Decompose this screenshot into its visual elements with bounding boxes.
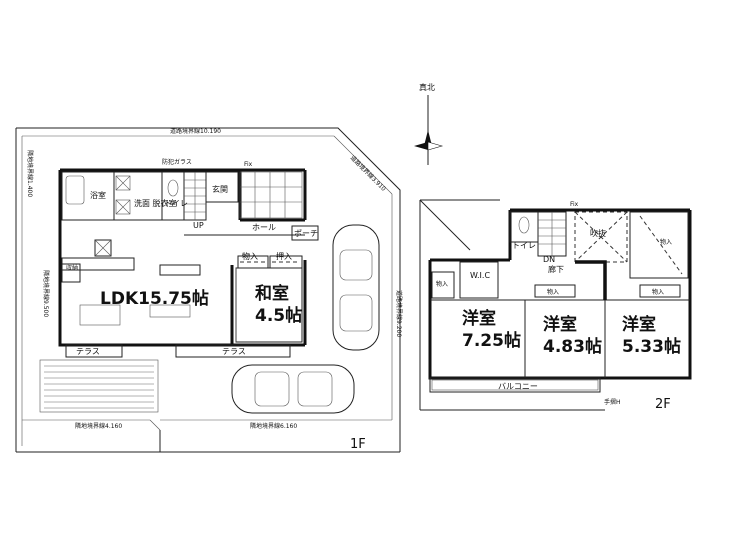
- washitsu-size: 4.5帖: [255, 305, 302, 326]
- fix-2f-label: Fix: [570, 201, 579, 208]
- terrace-right-label: テラス: [222, 347, 246, 356]
- washitsu-name: 和室: [255, 283, 289, 304]
- youshitsu1-name: 洋室: [462, 308, 496, 329]
- youshitsu2-name: 洋室: [543, 314, 577, 335]
- youshitsu3-size: 5.33帖: [622, 336, 681, 357]
- youshitsu2-size: 4.83帖: [543, 336, 602, 357]
- boundary-bottom-left-label: 隣地境界線4.160: [75, 422, 122, 430]
- hall-label: ホール: [252, 223, 276, 232]
- car-top-1f: [332, 224, 380, 351]
- boundary-road-right-label: 道路境界線3.910: [349, 154, 388, 193]
- bath-label: 浴室: [90, 190, 106, 200]
- site-boundary-1f: [15, 127, 401, 453]
- oshiire-label: 押入: [276, 251, 292, 261]
- fukinuke-label: 吹抜: [590, 228, 606, 238]
- toilet-2f-label: トイレ: [512, 241, 536, 250]
- balcony-label: バルコニー: [498, 382, 538, 391]
- bougan-glass-label: 防犯ガラス: [162, 158, 192, 166]
- toilet-1f-label: トイレ: [164, 199, 188, 208]
- wic-label: W.I.C: [470, 271, 490, 280]
- house-outline-2f: [419, 199, 692, 411]
- ldk-label: LDK15.75帖: [100, 288, 209, 309]
- boundary-left-label: 隣地境界線9.500: [42, 270, 50, 317]
- boundary-bottom-right-label: 隣地境界線6.160: [250, 422, 297, 430]
- closet-2f-1-label: 物入: [436, 280, 448, 288]
- fix-1f-label: Fix: [244, 161, 253, 168]
- entrance-label: 玄関: [212, 184, 228, 194]
- up-label: UP: [193, 221, 204, 230]
- closet-2f-3-label: 物入: [652, 288, 664, 296]
- house-outline-1f: [58, 168, 319, 358]
- car-bottom-1f: [231, 364, 355, 414]
- north-arrow: [414, 95, 444, 165]
- tesuri-label: 手摺H: [604, 398, 621, 406]
- north-label: 真北: [419, 82, 435, 92]
- floor2-label: 2F: [655, 397, 671, 412]
- washroom-label: 洗面 脱衣室: [134, 198, 177, 208]
- left-hatch-strip: [39, 359, 159, 413]
- dn-label: DN: [543, 255, 555, 264]
- youshitsu3-name: 洋室: [622, 314, 656, 335]
- youshitsu1-size: 7.25帖: [462, 330, 521, 351]
- storage-2f-label: 物入: [660, 238, 672, 246]
- floor1-label: 1F: [350, 437, 366, 452]
- boundary-right-label: 道路境界線9.200: [395, 290, 403, 337]
- closet-2f-2-label: 物入: [547, 288, 559, 296]
- terrace-left-label: テラス: [76, 347, 100, 356]
- storage-1f-label: 収納: [66, 264, 78, 272]
- porch-label: ポーチ: [294, 229, 318, 238]
- closet-1f-label: 物入: [242, 251, 258, 261]
- hallway-label: 廊下: [548, 264, 564, 274]
- boundary-top-label: 道路境界線10.190: [170, 127, 221, 135]
- boundary-left-top-label: 隣地境界線1.400: [26, 150, 34, 197]
